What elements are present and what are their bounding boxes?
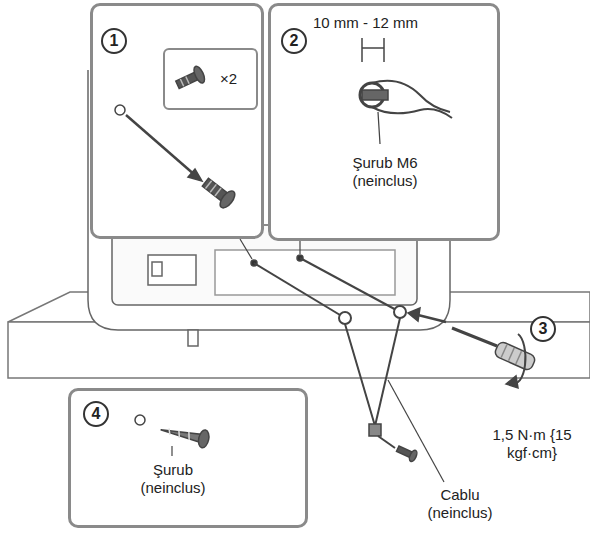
- part-label: Cablu (neinclus): [410, 486, 510, 522]
- part-label: Şurub M6 (neinclus): [335, 154, 435, 190]
- bracket: [394, 306, 406, 318]
- leader-line: [378, 112, 380, 144]
- washer: [135, 415, 145, 425]
- arrow-head: [506, 376, 518, 388]
- leader-line: [388, 380, 444, 482]
- floor-screw: [395, 443, 418, 462]
- anchoring: [240, 239, 444, 482]
- tv-ports: [148, 255, 196, 285]
- callout-panel: 1 ×2: [90, 3, 264, 239]
- quantity-label: ×2: [220, 70, 237, 88]
- part-label: Şurub (neinclus): [123, 461, 223, 497]
- callout-number-holder: 1: [101, 28, 127, 54]
- tv-switch: [152, 262, 162, 276]
- callout-number-holder: 3: [530, 316, 556, 342]
- rotation-arrow: [512, 334, 525, 383]
- panel-1-art: [115, 65, 238, 211]
- tv-foot: [188, 330, 198, 346]
- driver-handle: [493, 341, 536, 372]
- panel-ground: [90, 3, 262, 239]
- dimension-label: 10 mm - 12 mm: [313, 14, 418, 32]
- cable: [300, 258, 400, 312]
- quantity-box: ×2: [163, 48, 258, 110]
- callout-panel: 4Şurub (neinclus): [68, 388, 308, 528]
- cable: [345, 324, 375, 426]
- screw: [199, 174, 237, 210]
- callout-number: 2: [281, 28, 307, 54]
- bolt-shaft: [362, 90, 388, 100]
- screw-icon: [174, 65, 207, 93]
- leader-line: [171, 446, 172, 456]
- callout-number-holder: 4: [83, 401, 109, 427]
- cable: [254, 263, 345, 318]
- callout-number: 3: [530, 316, 556, 342]
- bracket: [339, 312, 351, 324]
- arrow-head: [188, 169, 202, 181]
- wood-screw: [159, 421, 211, 449]
- cable: [375, 318, 400, 426]
- callout-number-holder: 2: [281, 28, 307, 54]
- cable-loop: [372, 81, 450, 112]
- dimension-tick: [383, 38, 385, 62]
- driver-shaft: [452, 328, 497, 346]
- callout-number: 1: [101, 28, 127, 54]
- dimension-tick: [361, 38, 363, 62]
- callout-number: 4: [83, 401, 109, 427]
- callout-panel: 2 10 mm - 12 mm Şurub M6 (neinclus): [268, 3, 500, 241]
- screwdriver: [408, 308, 537, 388]
- panel-ground: [68, 388, 308, 528]
- leader-line: [299, 241, 300, 254]
- panel-4-art: [135, 415, 210, 456]
- torque-label: 1,5 N·m {15 kgf·cm}: [478, 426, 586, 462]
- insert-arrow: [126, 115, 196, 176]
- tv-vent: [215, 250, 395, 295]
- leader-line: [240, 239, 252, 259]
- cable-strap: [378, 436, 395, 448]
- panel-2-art: [360, 38, 452, 144]
- arrow-head: [408, 308, 420, 321]
- cable-clamp: [369, 424, 381, 436]
- screw-hole: [115, 105, 125, 115]
- dimension-line: [362, 47, 384, 49]
- push-arrow: [418, 315, 446, 322]
- panel-grounds: [68, 3, 500, 528]
- panel-ground: [268, 3, 500, 241]
- cable-loop: [372, 107, 452, 118]
